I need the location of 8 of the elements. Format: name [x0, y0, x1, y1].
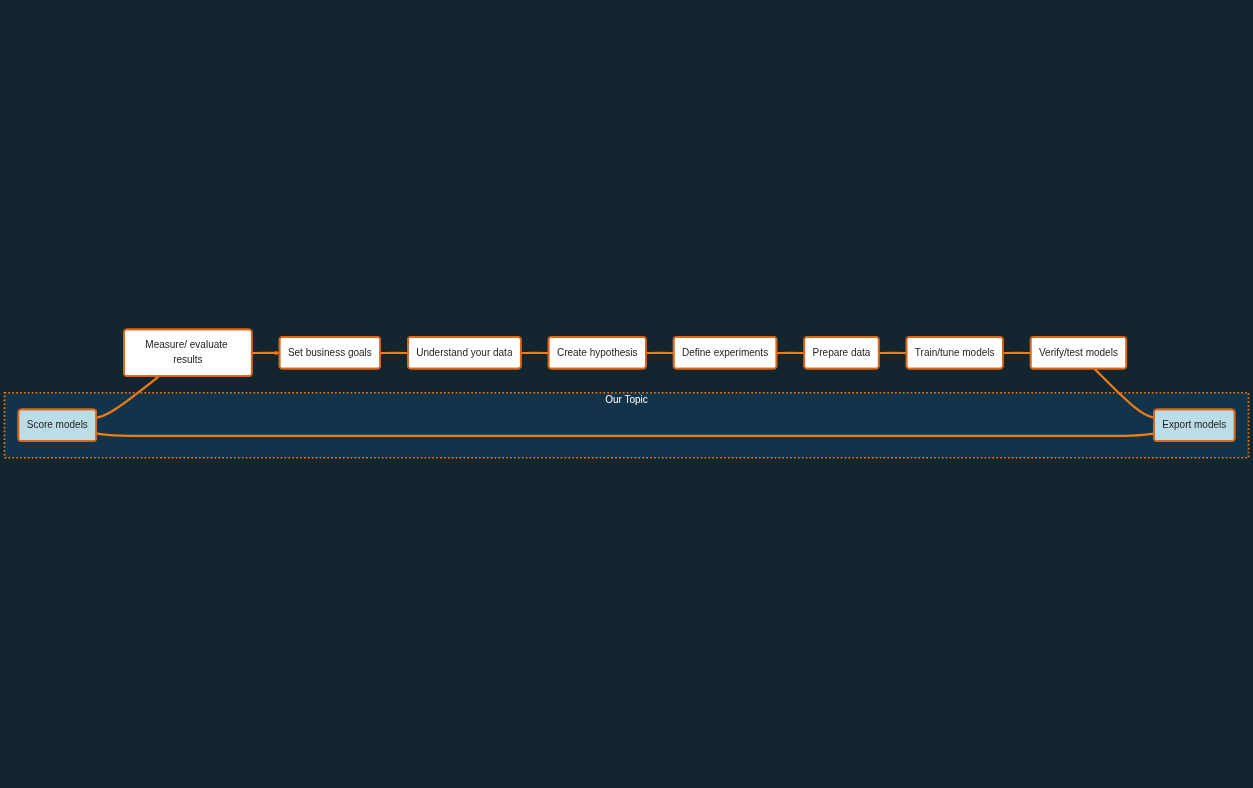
connector — [521, 352, 549, 355]
connector — [1093, 368, 1155, 420]
connector — [646, 352, 674, 355]
connector — [96, 432, 1155, 438]
connector — [96, 375, 160, 420]
connector — [776, 352, 805, 355]
connector — [1003, 352, 1031, 355]
connector — [879, 352, 907, 355]
